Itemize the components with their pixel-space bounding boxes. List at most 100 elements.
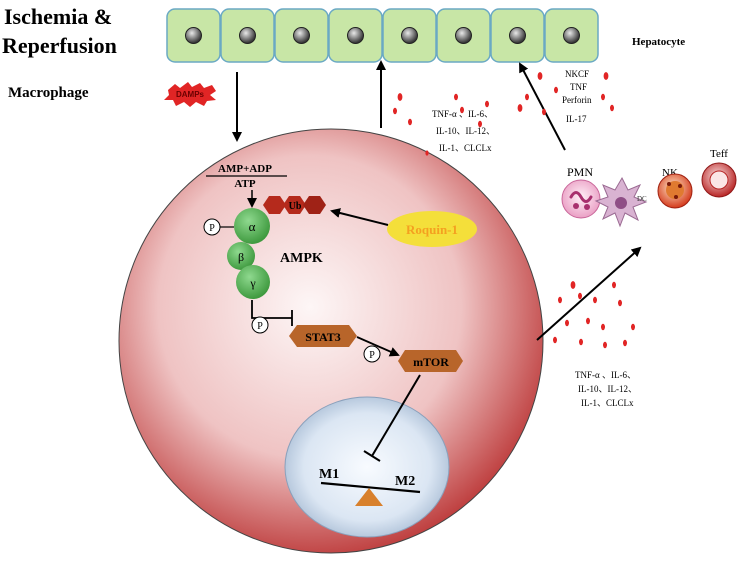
ampk-alpha bbox=[234, 208, 270, 244]
cytokine-dot bbox=[485, 100, 489, 108]
cytokine-bottom-1: TNF-α 、IL-6、 bbox=[575, 370, 636, 380]
energy-ratio: AMP+ADP ATP bbox=[206, 163, 287, 190]
cytokine-dot bbox=[618, 299, 622, 307]
ampk-beta bbox=[227, 242, 255, 270]
hepatocyte-nucleus bbox=[509, 27, 526, 44]
dc-cell: DC bbox=[594, 176, 648, 228]
cytokine-dot bbox=[623, 339, 627, 347]
cytokine-dot bbox=[553, 336, 557, 344]
arrow-macrophage-to-immune bbox=[536, 246, 642, 341]
cytokine-dot bbox=[517, 104, 523, 112]
cytokine-dot bbox=[578, 292, 582, 300]
cytokine-top-3: IL-1、CLCLx bbox=[439, 143, 492, 153]
phospho-mtor-label: P bbox=[369, 350, 375, 361]
arrow-stat3-to-mtor bbox=[356, 336, 400, 357]
balance-fulcrum bbox=[355, 488, 383, 506]
hepatocyte-cell bbox=[436, 8, 491, 63]
alpha-label: α bbox=[249, 219, 256, 234]
hepatocyte-cell bbox=[220, 8, 275, 63]
cytokine-dot bbox=[425, 150, 429, 156]
dc-label: DC bbox=[637, 195, 647, 203]
cytokine-dot bbox=[610, 104, 614, 112]
cytokine-dot bbox=[558, 296, 562, 304]
hepatocyte-cell bbox=[544, 8, 599, 63]
nucleus bbox=[284, 396, 450, 538]
teff-label: Teff bbox=[710, 148, 728, 160]
cytokine-dot bbox=[537, 72, 543, 80]
damps-label: DAMPs bbox=[176, 90, 205, 99]
cytokine-dot bbox=[565, 319, 569, 327]
cytokines-top: TNF-α 、IL-6、 IL-10、IL-12、 IL-1、CLCLx bbox=[432, 109, 495, 153]
cytokine-bottom-2: IL-10、IL-12、 bbox=[578, 384, 637, 394]
phospho-stat3-label: P bbox=[257, 321, 263, 332]
hepatocyte-nucleus bbox=[563, 27, 580, 44]
m1-m2-balance: M1 M2 bbox=[319, 467, 421, 506]
hepatocyte-cell bbox=[274, 8, 329, 63]
cytokine-dot bbox=[570, 281, 576, 289]
title-line1: Ischemia & bbox=[4, 4, 112, 29]
inhibit-bar-balance bbox=[363, 450, 381, 462]
cytokine-dot bbox=[612, 281, 616, 289]
pmn-label: PMN bbox=[567, 165, 593, 179]
stat3-label: STAT3 bbox=[305, 330, 341, 344]
factor-nkcf: NKCF bbox=[565, 69, 589, 79]
factor-il17: IL-17 bbox=[566, 114, 587, 124]
damps-burst: DAMPs bbox=[164, 82, 216, 107]
hepatocyte-nucleus bbox=[401, 27, 418, 44]
balance-beam bbox=[320, 481, 421, 494]
ub-label: Ub bbox=[289, 201, 302, 212]
hepatocyte-cell bbox=[166, 8, 221, 63]
hepatocyte-label: Hepatocyte bbox=[632, 36, 685, 48]
cytokine-dot bbox=[603, 72, 609, 80]
stat3-node bbox=[289, 325, 357, 347]
cytokine-dot bbox=[601, 323, 605, 331]
roquin-ellipse bbox=[387, 211, 477, 247]
cytokine-dot bbox=[393, 107, 397, 115]
amp-adp-label: AMP+ADP bbox=[218, 163, 272, 175]
ampk-complex: α β γ AMPK bbox=[227, 208, 323, 299]
cytokine-dot bbox=[586, 317, 590, 325]
cytokine-dot bbox=[454, 93, 458, 101]
cytokine-bottom-3: IL-1、CLCLx bbox=[581, 398, 634, 408]
teff-cell bbox=[701, 162, 737, 198]
hepatocyte-nucleus bbox=[239, 27, 256, 44]
nk-cell bbox=[657, 173, 693, 209]
effector-factors: NKCF TNF Perforin IL-17 bbox=[562, 69, 592, 124]
cytokine-top-1: TNF-α 、IL-6、 bbox=[432, 109, 493, 119]
immune-cells: PMN DC NK Teff bbox=[561, 148, 737, 228]
cytokine-dot bbox=[397, 93, 403, 101]
cytokine-dots bbox=[393, 72, 635, 349]
cytokine-dot bbox=[408, 118, 412, 126]
cytokine-dot bbox=[593, 296, 597, 304]
hepatocyte-cell bbox=[490, 8, 545, 63]
hepatocyte-cell bbox=[382, 8, 437, 63]
mtor-label: mTOR bbox=[413, 355, 449, 369]
cytokine-dot bbox=[554, 86, 558, 94]
ampk-label: AMPK bbox=[280, 251, 323, 266]
cytokine-dot bbox=[478, 120, 482, 128]
hepatocyte-nucleus bbox=[347, 27, 364, 44]
cytokine-dot bbox=[542, 108, 546, 116]
arrow-immune-to-hepatocyte bbox=[519, 62, 566, 151]
cytokine-dot bbox=[603, 341, 607, 349]
cytokine-dot bbox=[460, 106, 464, 114]
macrophage-label: Macrophage bbox=[8, 85, 89, 101]
phospho-alpha-label: P bbox=[209, 223, 215, 234]
cytokine-dot bbox=[631, 323, 635, 331]
hepatocyte-nucleus bbox=[455, 27, 472, 44]
hepatocyte-cell bbox=[328, 8, 383, 63]
hepatocyte-nucleus bbox=[185, 27, 202, 44]
arrow-roquin-to-ub bbox=[330, 208, 389, 226]
cytokines-bottom: TNF-α 、IL-6、 IL-10、IL-12、 IL-1、CLCLx bbox=[575, 370, 637, 408]
cytokine-dot bbox=[525, 93, 529, 101]
roquin-label: Roquin-1 bbox=[406, 222, 458, 237]
hepatocyte-row bbox=[166, 8, 599, 63]
ampk-gamma bbox=[236, 265, 270, 299]
gamma-label: γ bbox=[249, 276, 256, 290]
beta-label: β bbox=[238, 250, 244, 264]
phospho-mtor bbox=[363, 345, 381, 363]
title-line2: Reperfusion bbox=[2, 33, 117, 58]
cytokine-top-2: IL-10、IL-12、 bbox=[436, 126, 495, 136]
